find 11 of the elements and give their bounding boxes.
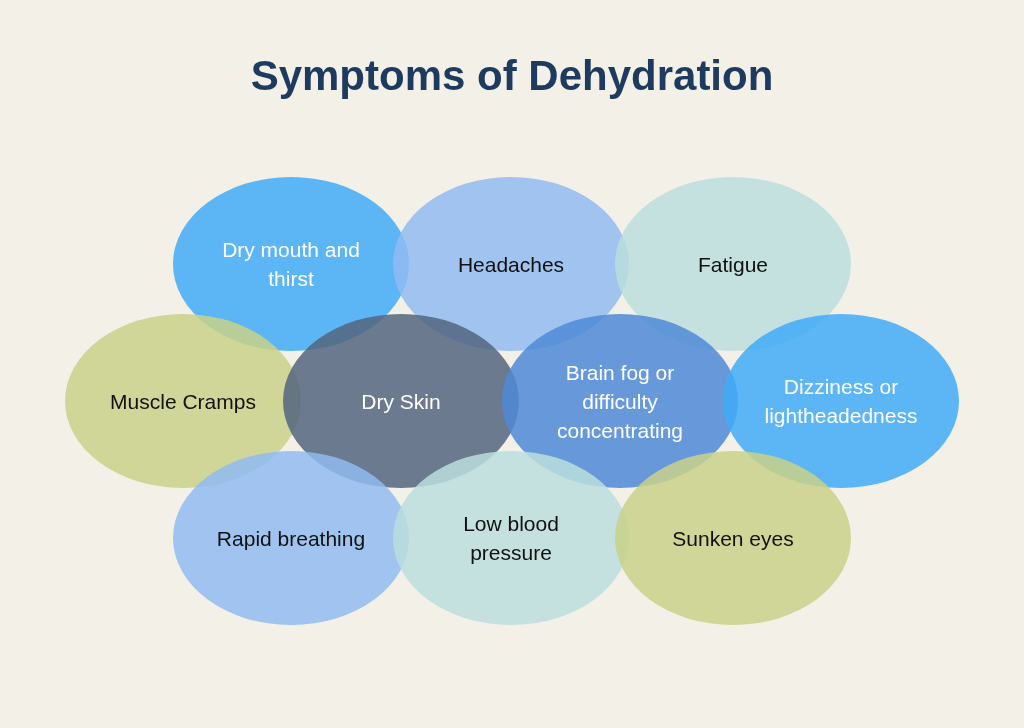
symptom-label: Muscle Cramps bbox=[110, 388, 256, 415]
symptom-label: Fatigue bbox=[697, 251, 768, 278]
symptom-label: Headaches bbox=[457, 251, 565, 278]
symptom-label: Dizziness or lightheadedness bbox=[763, 374, 919, 429]
symptom-label: Sunken eyes bbox=[672, 525, 794, 552]
title: Symptoms of Dehydration bbox=[250, 52, 774, 99]
symptom-label: Brain fog or difficulty concentrating bbox=[555, 359, 685, 444]
symptom-label: Dry mouth and thirst bbox=[221, 237, 361, 292]
symptom-label: Low blood pressure bbox=[462, 511, 560, 566]
symptom-label: Dry Skin bbox=[361, 388, 441, 415]
symptom-label: Rapid breathing bbox=[216, 525, 366, 552]
